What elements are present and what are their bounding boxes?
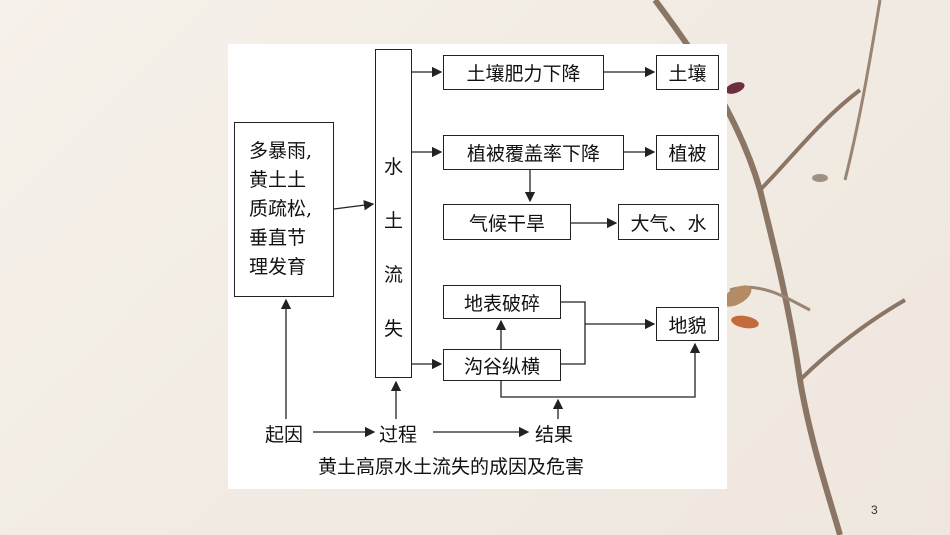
diagram-panel: 多暴雨, 黄土土 质疏松, 垂直节 理发育 水 土 流 失 土壤肥力下降 土壤 … bbox=[228, 44, 727, 489]
vegetation-cover-box: 植被覆盖率下降 bbox=[443, 135, 624, 170]
process-char-2: 土 bbox=[383, 210, 403, 232]
vegetation-box: 植被 bbox=[656, 135, 719, 170]
diagram-caption: 黄土高原水土流失的成因及危害 bbox=[318, 456, 585, 478]
cause-label: 起因 bbox=[265, 424, 304, 446]
climate-box: 气候干旱 bbox=[443, 204, 571, 240]
landform-box: 地貌 bbox=[656, 307, 719, 341]
cause-line-4: 垂直节 bbox=[249, 227, 307, 249]
diagram-arrows bbox=[280, 66, 701, 438]
process-char-1: 水 bbox=[383, 156, 403, 178]
cause-line-2: 黄土土 bbox=[249, 169, 307, 191]
cause-line-3: 质疏松, bbox=[249, 198, 313, 220]
process-char-3: 流 bbox=[383, 264, 403, 286]
process-label: 过程 bbox=[379, 424, 418, 446]
page-number: 3 bbox=[871, 503, 878, 517]
process-box: 水 土 流 失 bbox=[375, 49, 412, 378]
soil-fertility-box: 土壤肥力下降 bbox=[443, 55, 604, 90]
cause-line-1: 多暴雨, bbox=[249, 140, 313, 162]
cause-line-5: 理发育 bbox=[249, 256, 307, 278]
gully-box: 沟谷纵横 bbox=[443, 349, 561, 381]
soil-box: 土壤 bbox=[656, 55, 719, 90]
surface-box: 地表破碎 bbox=[443, 285, 561, 319]
cause-box: 多暴雨, 黄土土 质疏松, 垂直节 理发育 bbox=[234, 122, 334, 297]
atmosphere-water-box: 大气、水 bbox=[618, 204, 719, 240]
process-char-4: 失 bbox=[383, 318, 403, 340]
result-label: 结果 bbox=[535, 424, 574, 446]
